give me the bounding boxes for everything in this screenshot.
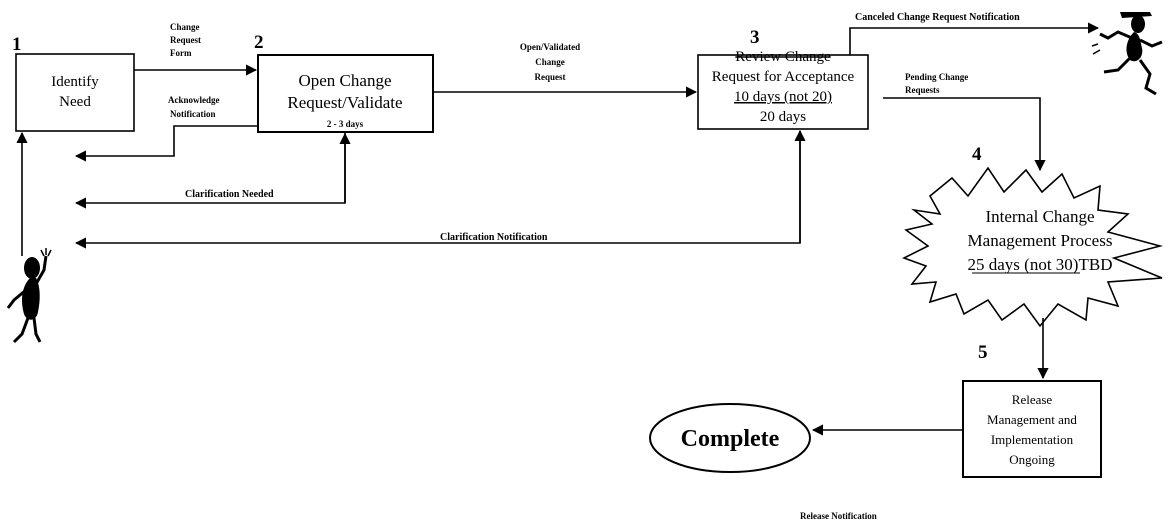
label-clarification-notification: Clarification Notification bbox=[440, 232, 548, 243]
label-change-request-form-3: Form bbox=[170, 48, 192, 58]
step-5-number: 5 bbox=[978, 342, 988, 363]
label-release-notification: Release Notification bbox=[800, 511, 877, 521]
step-3-line-1: Request for Acceptance bbox=[712, 69, 855, 85]
label-acknowledge-1: Acknowledge bbox=[168, 95, 220, 105]
label-pending-1: Pending Change bbox=[905, 72, 968, 82]
label-change-request-form-2: Request bbox=[170, 35, 201, 45]
running-figure-icon bbox=[1092, 12, 1162, 94]
step-5-line-4: Ongoing bbox=[1009, 452, 1055, 467]
label-canceled: Canceled Change Request Notification bbox=[855, 12, 1020, 23]
step-3-line-2: 10 days (not 20) bbox=[734, 89, 832, 105]
step-1-line-1: Identify bbox=[51, 74, 99, 90]
label-change-request-form-1: Change bbox=[170, 22, 200, 32]
step-4-number: 4 bbox=[972, 144, 982, 165]
arrow-canceled bbox=[850, 28, 1098, 55]
step-3-title: Review Change bbox=[735, 49, 831, 65]
step-5-line-1: Release bbox=[1012, 392, 1053, 407]
step-4-line-1: Internal Change bbox=[985, 207, 1094, 226]
step-1-line-2: Need bbox=[59, 94, 91, 110]
step-2-duration: 2 - 3 days bbox=[327, 119, 364, 129]
label-clarification-needed: Clarification Needed bbox=[185, 189, 274, 200]
step-3-number: 3 bbox=[750, 27, 760, 48]
label-acknowledge-2: Notification bbox=[170, 109, 216, 119]
step-2-line-1: Open Change bbox=[298, 71, 391, 90]
step-3-line-3: 20 days bbox=[760, 109, 806, 125]
arrow-pending bbox=[883, 98, 1040, 170]
label-open-validated-3: Request bbox=[535, 72, 566, 82]
step-5-line-3: Implementation bbox=[991, 432, 1074, 447]
step-2-number: 2 bbox=[254, 32, 264, 53]
step-1-box bbox=[16, 54, 134, 131]
label-pending-2: Requests bbox=[905, 85, 940, 95]
step-4-line-3: 25 days (not 30)TBD bbox=[968, 255, 1113, 274]
step-4-line-2: Management Process bbox=[968, 231, 1113, 250]
arrow-clarification-notification bbox=[76, 131, 800, 243]
complete-label: Complete bbox=[681, 426, 780, 452]
user-figure-icon bbox=[8, 248, 51, 342]
step-1-number: 1 bbox=[12, 34, 22, 55]
step-5-line-2: Management and bbox=[987, 412, 1077, 427]
step-2-line-2: Request/Validate bbox=[287, 93, 402, 112]
label-open-validated-2: Change bbox=[535, 57, 565, 67]
label-open-validated-1: Open/Validated bbox=[520, 42, 580, 52]
